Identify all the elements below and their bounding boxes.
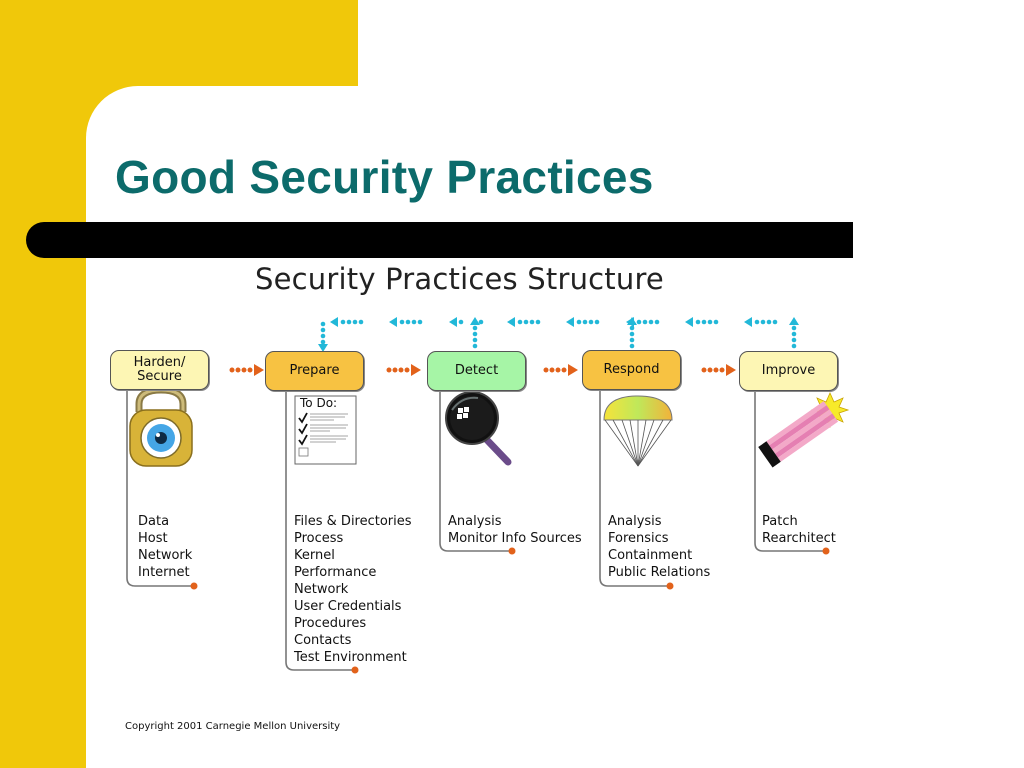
- feedback-left-arrow-2: [389, 317, 423, 327]
- list-item: Public Relations: [608, 565, 711, 580]
- stage-box-respond: Respond: [582, 350, 681, 390]
- list-item: Network: [138, 548, 193, 563]
- list-item: Rearchitect: [762, 531, 836, 546]
- list-item: Procedures: [294, 616, 367, 631]
- bracket-end-dot-detect: [508, 547, 516, 555]
- list-item: Analysis: [448, 514, 502, 529]
- list-item: Patch: [762, 514, 798, 529]
- bracket-line-harden: [126, 390, 193, 587]
- feedback-left-arrow-6: [626, 317, 660, 327]
- list-item: Analysis: [608, 514, 662, 529]
- forward-arrow-2: [386, 364, 421, 376]
- stage-box-improve: Improve: [739, 351, 838, 391]
- stage-label-improve: Improve: [761, 363, 816, 378]
- title-divider-bar: [26, 222, 853, 258]
- feedback-left-arrow-7: [685, 317, 719, 327]
- list-item: Monitor Info Sources: [448, 531, 582, 546]
- parachute-icon: [603, 395, 673, 467]
- list-item: Performance: [294, 565, 377, 580]
- feedback-left-arrow-5: [566, 317, 600, 327]
- bracket-line-improve: [754, 390, 825, 552]
- list-item: Files & Directories: [294, 514, 412, 529]
- diagram-title: Security Practices Structure: [255, 262, 664, 296]
- forward-arrow-1: [229, 364, 264, 376]
- stage-box-prepare: Prepare: [265, 351, 364, 391]
- magnifier-icon: [445, 391, 512, 466]
- bracket-end-dot-prepare: [351, 666, 359, 674]
- stage-label-harden: Harden/ Secure: [133, 355, 186, 384]
- list-item: Test Environment: [294, 650, 407, 665]
- list-item: Kernel: [294, 548, 335, 563]
- list-item: Host: [138, 531, 168, 546]
- todo-card-heading: To Do:: [300, 396, 338, 410]
- list-item: Contacts: [294, 633, 352, 648]
- stage-label-detect: Detect: [454, 363, 499, 378]
- bracket-end-dot-respond: [666, 582, 674, 590]
- feedback-down-arrow-prepare: [318, 321, 328, 352]
- feedback-left-arrow-3: [449, 317, 484, 327]
- list-item: Containment: [608, 548, 693, 563]
- item-list-harden: Data Host Network Internet: [138, 513, 192, 581]
- stage-label-respond: Respond: [603, 362, 660, 377]
- feedback-left-arrow-8: [744, 317, 778, 327]
- stage-label-prepare: Prepare: [289, 363, 340, 378]
- list-item: Network: [294, 582, 349, 597]
- feedback-left-arrow-4: [507, 317, 541, 327]
- list-item: User Credentials: [294, 599, 402, 614]
- item-list-respond: Analysis Forensics Containment Public Re…: [608, 513, 710, 581]
- pencils-starburst-icon: [758, 392, 850, 468]
- feedback-left-arrow-1: [330, 317, 364, 327]
- list-item: Data: [138, 514, 170, 529]
- forward-arrow-4: [701, 364, 736, 376]
- copyright-notice: Copyright 2001 Carnegie Mellon Universit…: [125, 721, 341, 732]
- padlock-icon: [129, 386, 193, 467]
- bracket-end-dot-improve: [822, 547, 830, 555]
- page-title: Good Security Practices: [115, 151, 654, 203]
- list-item: Internet: [138, 565, 190, 580]
- feedback-arrows: [318, 317, 799, 352]
- list-item: Forensics: [608, 531, 669, 546]
- bracket-line-prepare: [285, 390, 354, 671]
- item-list-detect: Analysis Monitor Info Sources: [448, 513, 582, 547]
- content-panel: [86, 86, 1024, 768]
- bracket-line-respond: [599, 390, 669, 587]
- yellow-left-strip: [0, 258, 86, 768]
- stage-box-harden: Harden/ Secure: [110, 350, 209, 390]
- stage-box-detect: Detect: [427, 351, 526, 391]
- forward-arrow-3: [543, 364, 578, 376]
- item-list-prepare: Files & Directories Process Kernel Perfo…: [294, 513, 412, 666]
- item-list-improve: Patch Rearchitect: [762, 513, 836, 547]
- bracket-end-dot-harden: [190, 582, 198, 590]
- feedback-up-arrow-improve: [789, 317, 799, 349]
- bracket-line-detect: [439, 390, 511, 552]
- feedback-up-arrow-detect: [470, 317, 480, 349]
- todo-checklist-icon: [294, 395, 357, 465]
- list-item: Process: [294, 531, 344, 546]
